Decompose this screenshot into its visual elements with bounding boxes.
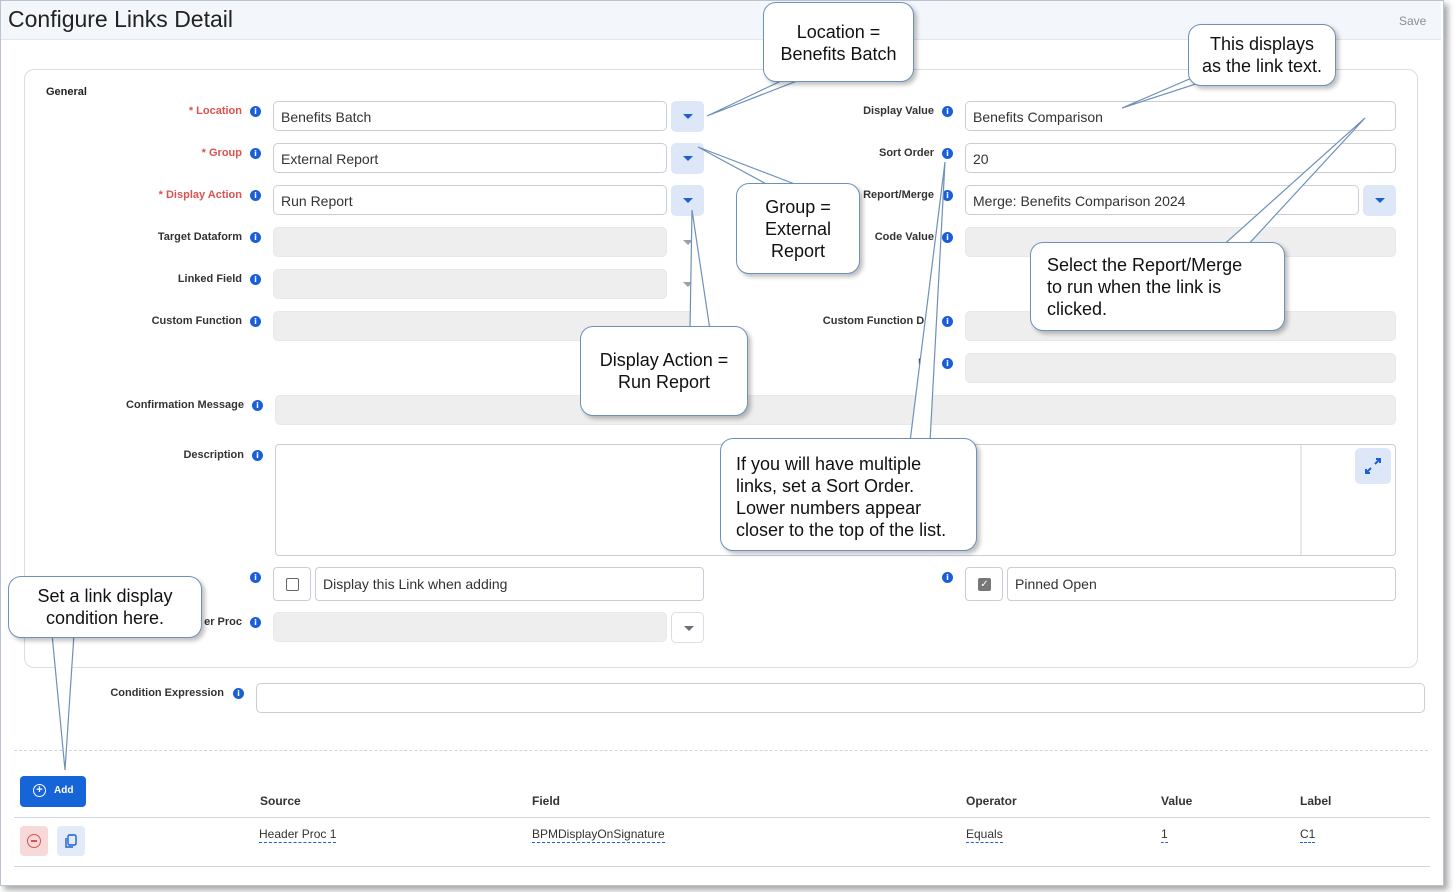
code-value-info-icon[interactable]: i xyxy=(942,232,953,243)
display-when-adding-checkbox[interactable] xyxy=(286,578,299,591)
header-proc-field xyxy=(273,612,667,642)
target-dataform-label: Target Dataform xyxy=(157,231,242,243)
group-field[interactable]: External Report xyxy=(273,143,667,173)
confirmation-message-label: Confirmation Message xyxy=(126,399,244,411)
sort-order-label: Sort Order xyxy=(878,147,934,159)
location-dropdown-button[interactable] xyxy=(671,101,704,132)
description-label: Description xyxy=(183,449,244,461)
linked-field-dropdown-button xyxy=(671,269,704,300)
custom-function-data-info-icon[interactable]: i xyxy=(942,316,953,327)
add-icon: + xyxy=(33,784,46,797)
custom-function-data-label: Custom Function Dat xyxy=(822,315,934,327)
callout-display-action: Display Action = Run Report xyxy=(580,326,748,416)
display-when-adding-checkbox-box[interactable] xyxy=(273,567,311,601)
row-operator[interactable]: Equals xyxy=(966,827,1003,843)
display-action-info-icon[interactable]: i xyxy=(250,190,261,201)
callout-location: Location = Benefits Batch xyxy=(763,2,914,82)
row-value[interactable]: 1 xyxy=(1161,827,1168,843)
location-field[interactable]: Benefits Batch xyxy=(273,101,667,131)
callout-report-merge: Select the Report/Merge to run when the … xyxy=(1030,242,1285,331)
group-info-icon[interactable]: i xyxy=(250,148,261,159)
column-header-operator[interactable]: Operator xyxy=(966,794,1017,808)
save-button[interactable]: Save xyxy=(1399,14,1427,28)
row-field[interactable]: BPMDisplayOnSignature xyxy=(532,827,665,843)
group-label: * Group xyxy=(201,147,242,159)
condition-expression-info-icon[interactable]: i xyxy=(233,688,244,699)
location-label: * Location xyxy=(188,105,242,117)
location-info-icon[interactable]: i xyxy=(250,106,261,117)
linked-field-info-icon[interactable]: i xyxy=(250,274,261,285)
remove-icon xyxy=(27,834,41,848)
header-proc-info-icon[interactable]: i xyxy=(250,617,261,628)
add-condition-button[interactable]: + Add xyxy=(20,776,86,807)
confirmation-message-field xyxy=(275,395,1396,425)
pinned-open-label: Pinned Open xyxy=(1007,567,1396,601)
description-info-icon[interactable]: i xyxy=(252,450,263,461)
condition-expression-field[interactable] xyxy=(256,683,1425,713)
column-header-label[interactable]: Label xyxy=(1300,794,1332,808)
sort-order-info-icon[interactable]: i xyxy=(942,148,953,159)
description-scrollbar[interactable] xyxy=(1300,445,1302,555)
remove-row-button[interactable] xyxy=(20,826,48,856)
display-when-adding-info-icon[interactable]: i xyxy=(250,572,261,583)
display-value-field[interactable]: Benefits Comparison xyxy=(965,101,1396,131)
grid-row-divider xyxy=(14,866,1430,867)
row-label[interactable]: C1 xyxy=(1300,827,1316,843)
target-dataform-dropdown-button xyxy=(671,227,704,258)
column-header-value[interactable]: Value xyxy=(1161,794,1193,808)
header-proc-label: er Proc xyxy=(204,616,242,628)
report-merge-field[interactable]: Merge: Benefits Comparison 2024 xyxy=(965,185,1359,215)
column-header-source[interactable]: Source xyxy=(260,794,301,808)
pinned-open-info-icon[interactable]: i xyxy=(942,572,953,583)
report-merge-dropdown-button[interactable] xyxy=(1363,185,1396,216)
display-action-field[interactable]: Run Report xyxy=(273,185,667,215)
row-source[interactable]: Header Proc 1 xyxy=(259,827,337,843)
display-when-adding-label: Display this Link when adding xyxy=(315,567,704,601)
column-header-field[interactable]: Field xyxy=(532,794,561,808)
target-dataform-info-icon[interactable]: i xyxy=(250,232,261,243)
url-field xyxy=(965,353,1396,383)
sort-order-field[interactable]: 20 xyxy=(965,143,1396,173)
group-dropdown-button[interactable] xyxy=(671,143,704,174)
target-dataform-field xyxy=(273,227,667,257)
expand-icon[interactable] xyxy=(1355,448,1391,484)
custom-function-label: Custom Function xyxy=(151,315,242,327)
report-merge-info-icon[interactable]: i xyxy=(942,190,953,201)
display-value-label: Display Value xyxy=(863,105,934,117)
copy-row-button[interactable] xyxy=(57,826,85,856)
condition-expression-label: Condition Expression xyxy=(110,687,224,699)
custom-function-info-icon[interactable]: i xyxy=(250,316,261,327)
copy-icon xyxy=(65,834,77,848)
callout-link-text: This displays as the link text. xyxy=(1188,24,1336,86)
linked-field-field xyxy=(273,269,667,299)
add-button-label: Add xyxy=(54,785,74,796)
page-header: Configure Links Detail Save xyxy=(1,1,1441,40)
confirmation-message-info-icon[interactable]: i xyxy=(252,400,263,411)
callout-condition: Set a link display condition here. xyxy=(8,576,202,638)
pinned-open-checkbox[interactable]: ✓ xyxy=(978,578,991,591)
linked-field-label: Linked Field xyxy=(177,273,242,285)
display-value-info-icon[interactable]: i xyxy=(942,106,953,117)
display-action-label: * Display Action xyxy=(158,189,242,201)
pinned-open-checkbox-box[interactable]: ✓ xyxy=(965,567,1003,601)
section-label-general: General xyxy=(46,86,87,98)
url-label: UR xyxy=(918,357,934,369)
url-info-icon[interactable]: i xyxy=(942,358,953,369)
callout-sort-order: If you will have multiple links, set a S… xyxy=(720,438,977,551)
header-proc-dropdown-button[interactable] xyxy=(671,612,704,643)
grid-header-divider xyxy=(14,817,1430,818)
section-divider xyxy=(14,750,1428,751)
page-title: Configure Links Detail xyxy=(8,6,234,32)
display-action-dropdown-button[interactable] xyxy=(671,185,704,216)
callout-group: Group = External Report xyxy=(736,183,860,274)
